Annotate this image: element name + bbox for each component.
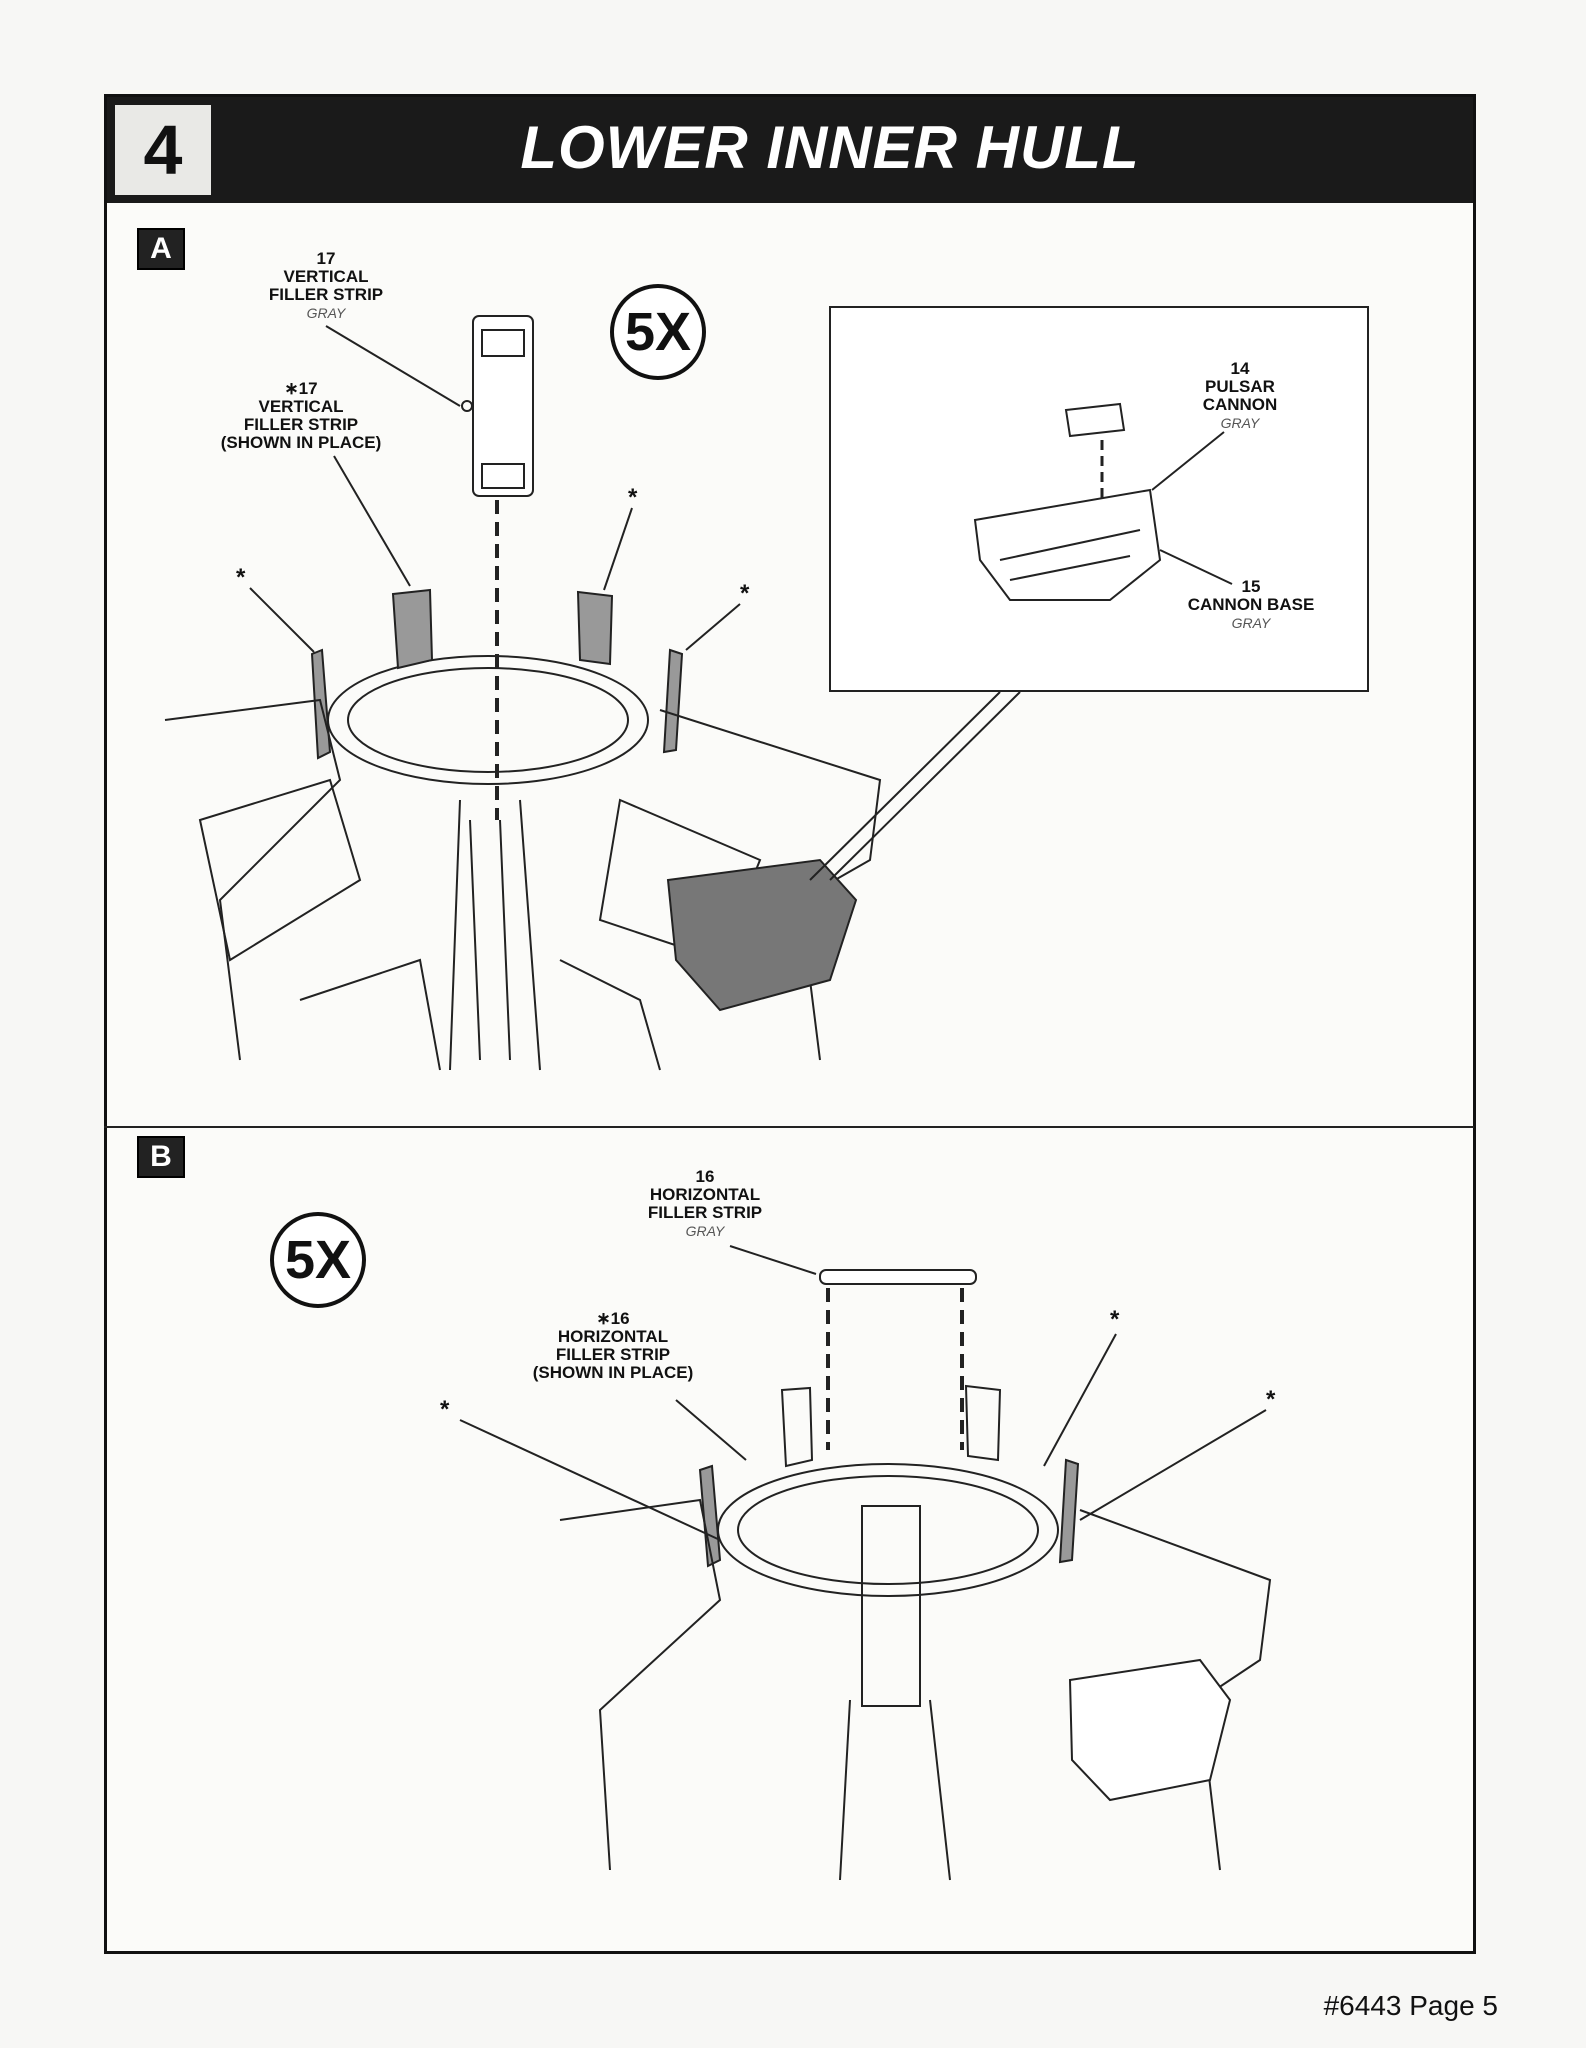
panel-a-plate-3 [299, 958, 661, 1071]
leader-ast-b1 [459, 1419, 721, 1541]
inset-callout-2 [829, 691, 1021, 881]
panel-a-strip-4 [662, 648, 684, 754]
panel-b-tower-1 [780, 1386, 814, 1468]
asterisk-a1: * [236, 564, 246, 591]
leader-17 [325, 325, 461, 407]
asterisk-a2: * [628, 484, 638, 511]
panel-a-plate-1 [198, 778, 362, 962]
panel-divider [104, 1126, 1474, 1128]
asterisk-a3: * [740, 580, 750, 607]
part-15-number: 15 [1241, 577, 1261, 596]
inset-cannon-detail [999, 529, 1141, 581]
part-14-number: 14 [1230, 359, 1250, 378]
leader-16 [729, 1245, 817, 1275]
part-17-ip-number: ∗17 [284, 379, 318, 398]
panel-a-hull-ring-inner [347, 667, 629, 773]
panel-b-badge: B [137, 1136, 185, 1178]
panel-a-strip-1 [391, 588, 434, 670]
label-part-17-in-place: ∗17 VERTICAL FILLER STRIP (SHOWN IN PLAC… [216, 380, 386, 452]
strip-detail-1 [481, 329, 525, 357]
panel-b-tower-2 [964, 1384, 1002, 1462]
part-14-name-line1: PULSAR [1205, 377, 1275, 396]
step-header: 4 LOWER INNER HULL [107, 97, 1473, 203]
part-16-number: 16 [695, 1167, 715, 1186]
label-part-16-in-place: ∗16 HORIZONTAL FILLER STRIP (SHOWN IN PL… [528, 1310, 698, 1382]
panel-b-floating-strip-16 [819, 1269, 977, 1285]
part-16-color: GRAY [685, 1223, 725, 1239]
part-16-ip-number: ∗16 [596, 1309, 630, 1328]
part-16-name-line1: HORIZONTAL [649, 1185, 761, 1204]
inset-pulsar-cannon [1064, 402, 1126, 438]
strip-detail-2 [481, 463, 525, 489]
panel-b-hull-ring-outer [717, 1463, 1059, 1597]
panel-b-cannon [1068, 1658, 1232, 1802]
panel-a-hull-left [164, 698, 342, 1061]
part-17-name-line1: VERTICAL [283, 267, 369, 286]
part-14-name-line2: CANNON [1202, 395, 1278, 414]
part-17-color: GRAY [306, 305, 346, 321]
strip-peg [461, 400, 473, 412]
leader-15 [1159, 549, 1233, 585]
leader-ast-b2 [1043, 1333, 1117, 1467]
panel-a-center-trench [449, 799, 541, 1071]
leader-16-in-place [675, 1399, 747, 1461]
panel-b-hull-ring-inner [737, 1475, 1039, 1585]
leader-ast-a3 [685, 603, 741, 651]
label-part-15: 15 CANNON BASE GRAY [1176, 578, 1326, 632]
panel-a-badge: A [137, 228, 185, 270]
asterisk-b1: * [440, 1396, 450, 1423]
label-part-17: 17 VERTICAL FILLER STRIP GRAY [256, 250, 396, 322]
asterisk-b2: * [1110, 1306, 1120, 1333]
part-17-name-line2: FILLER STRIP [268, 285, 384, 304]
panel-b-center-trench [839, 1699, 951, 1881]
page-footer: #6443 Page 5 [1323, 1990, 1498, 2021]
inset-callout-1 [809, 691, 1001, 881]
part-16-ip-name-line2: FILLER STRIP [555, 1345, 671, 1364]
part-15-color: GRAY [1231, 615, 1271, 631]
part-16-ip-name-line1: HORIZONTAL [557, 1327, 669, 1346]
part-17-number: 17 [316, 249, 336, 268]
panel-a-multiplier: 5X [610, 284, 706, 380]
part-16-ip-name-line3: (SHOWN IN PLACE) [532, 1363, 694, 1382]
leader-ast-a2 [603, 507, 633, 591]
leader-ast-a1 [249, 587, 315, 653]
panel-b-strip-2 [1058, 1458, 1080, 1564]
leader-17-in-place [333, 455, 411, 587]
leader-14 [1151, 431, 1225, 491]
part-16-name-line2: FILLER STRIP [647, 1203, 763, 1222]
label-part-14: 14 PULSAR CANNON GRAY [1180, 360, 1300, 432]
panel-a-strip-2 [576, 590, 614, 666]
asterisk-b3: * [1266, 1386, 1276, 1413]
step-number: 4 [115, 105, 211, 195]
panel-a-hull-ring-outer [327, 655, 649, 785]
part-14-color: GRAY [1220, 415, 1260, 431]
label-part-16: 16 HORIZONTAL FILLER STRIP GRAY [630, 1168, 780, 1240]
step-title: LOWER INNER HULL [520, 114, 1140, 181]
panel-b-hull-left [559, 1498, 722, 1871]
part-17-ip-name-line3: (SHOWN IN PLACE) [220, 433, 382, 452]
part-17-ip-name-line2: FILLER STRIP [243, 415, 359, 434]
panel-b-multiplier: 5X [270, 1212, 366, 1308]
leader-ast-b3 [1079, 1409, 1267, 1521]
part-15-name-line1: CANNON BASE [1187, 595, 1315, 614]
panel-b-vertical-strip [861, 1505, 921, 1707]
part-17-ip-name-line1: VERTICAL [258, 397, 344, 416]
panel-a-cannon [666, 858, 858, 1012]
